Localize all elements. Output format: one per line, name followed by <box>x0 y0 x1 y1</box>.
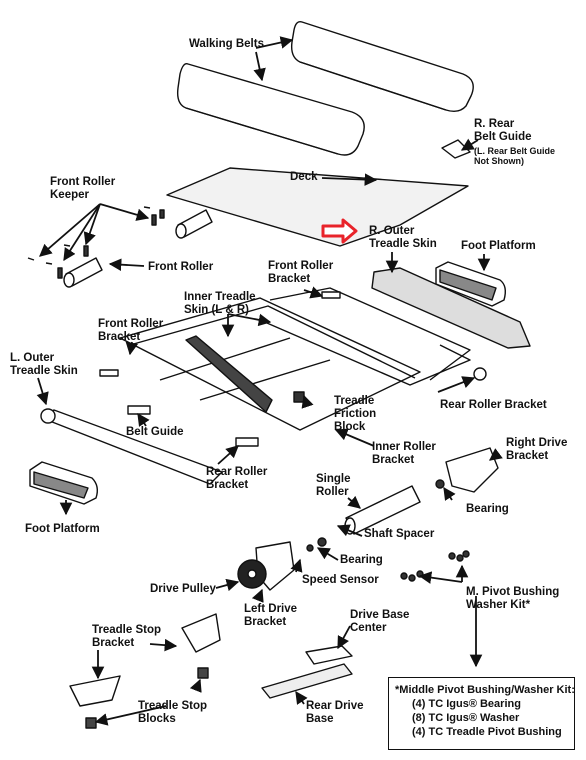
speed-sensor-label: Speed Sensor <box>302 574 379 586</box>
front-roller-bracket-top-label: Front Roller Bracket <box>268 260 334 285</box>
front-roller-bracket-left-label: Front Roller Bracket <box>98 318 164 343</box>
deck-part <box>166 167 469 247</box>
bearing-mid-label: Bearing <box>340 554 383 566</box>
kit-item: (4) TC Treadle Pivot Bushing <box>412 726 562 738</box>
drive-base-center-label: Drive Base Center <box>350 609 410 634</box>
shaft-spacer-label: Shaft Spacer <box>364 528 435 540</box>
inner-treadle-skin-label: Inner Treadle Skin (L & R) <box>184 291 256 316</box>
pivot-washer-parts <box>400 550 470 582</box>
front-roller-part <box>63 209 213 288</box>
rear-belt-guide <box>441 139 471 159</box>
treadle-stop-bracket-label: Treadle Stop Bracket <box>92 624 162 649</box>
belt-guide-label: Belt Guide <box>126 426 184 438</box>
l-outer-treadle-skin-label: L. Outer Treadle Skin <box>10 352 78 377</box>
friction-block-part <box>293 391 305 403</box>
foot-platform-right-part <box>435 261 507 307</box>
drive-pulley-label: Drive Pulley <box>150 583 216 595</box>
rear-drive-base-part <box>261 663 353 699</box>
bearing-mid-part <box>317 537 327 547</box>
kit-item: (4) TC Igus® Bearing <box>412 698 521 710</box>
walking-belt-right <box>290 20 474 113</box>
treadle-stop-bracket-part <box>181 613 221 653</box>
leader-arrows <box>36 36 503 726</box>
deck-label: Deck <box>290 171 318 183</box>
rear-roller-bracket-right-label: Rear Roller Bracket <box>440 399 547 411</box>
drive-pulley-part <box>237 559 267 589</box>
belt-guide-part <box>127 405 151 415</box>
kit-item: (8) TC Igus® Washer <box>412 712 520 724</box>
highlight-arrow <box>321 218 358 244</box>
front-roller-bracket-left-part <box>99 369 119 377</box>
walking-belt-left <box>176 63 365 156</box>
r-rear-belt-guide-note: (L. Rear Belt Guide Not Shown) <box>474 146 556 166</box>
walking-belts-label: Walking Belts <box>189 38 264 50</box>
front-roller-bracket-top-part <box>321 291 341 299</box>
r-rear-belt-guide-label: R. Rear Belt Guide <box>474 118 532 143</box>
treadle-frame <box>119 287 471 431</box>
inner-roller-bracket-label: Inner Roller Bracket <box>372 441 436 466</box>
kit-title: *Middle Pivot Bushing/Washer Kit: <box>395 684 575 696</box>
foot-platform-left-label: Foot Platform <box>25 523 100 535</box>
front-roller-keeper-parts <box>57 209 165 279</box>
rear-drive-base-label: Rear Drive Base <box>306 700 364 725</box>
rear-roller-bracket-left-part <box>235 437 259 447</box>
inner-treadle-skin-part <box>185 335 273 413</box>
r-outer-treadle-skin-part <box>371 267 531 349</box>
bearing-right-label: Bearing <box>466 503 509 515</box>
left-drive-bracket-label: Left Drive Bracket <box>244 603 298 628</box>
treadle-stop-blocks-label: Treadle Stop Blocks <box>138 700 208 725</box>
front-roller-label: Front Roller <box>148 261 214 273</box>
right-drive-bracket-part <box>445 447 499 493</box>
front-roller-keeper-label: Front Roller Keeper <box>50 176 116 201</box>
right-drive-bracket-label: Right Drive Bracket <box>506 437 568 462</box>
foot-platform-right-label: Foot Platform <box>461 240 536 252</box>
rear-roller-bracket-left-label: Rear Roller Bracket <box>206 466 268 491</box>
foot-platform-left-part <box>29 461 99 505</box>
drive-base-center-part <box>305 645 353 665</box>
treadle-friction-block-label: Treadle Friction Block <box>334 395 377 433</box>
r-outer-treadle-skin-label: R. Outer Treadle Skin <box>369 225 437 250</box>
rear-roller-bracket-right-part <box>473 367 487 381</box>
treadle-stop-block-part <box>197 667 209 679</box>
kit-box: *Middle Pivot Bushing/Washer Kit: (4) TC… <box>388 677 575 750</box>
single-roller-label: Single Roller <box>316 473 351 498</box>
m-pivot-kit-label: M. Pivot Bushing Washer Kit* <box>466 586 560 611</box>
